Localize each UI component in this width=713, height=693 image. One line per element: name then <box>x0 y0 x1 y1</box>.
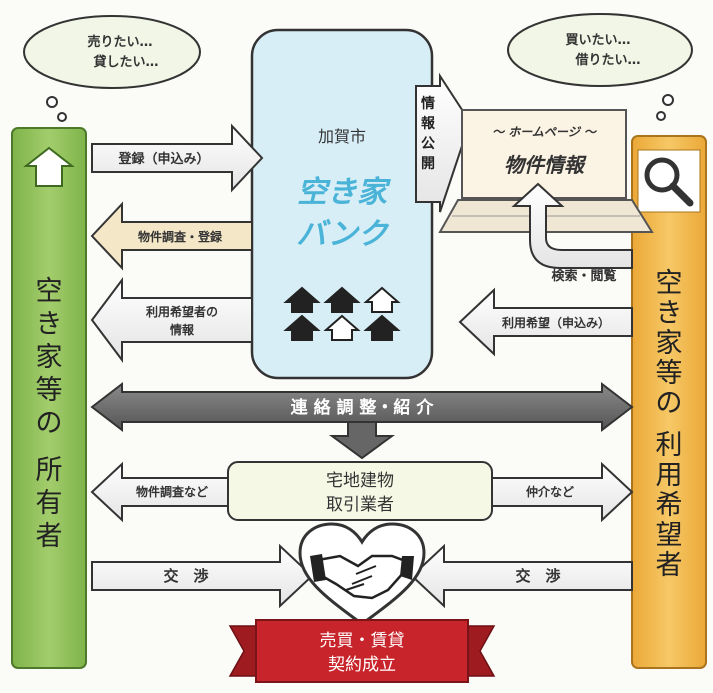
owner-label-char: 等 <box>36 375 63 406</box>
user-info-line2: 情報 <box>170 322 195 337</box>
owner-thought-line1: 売りたい… <box>87 34 152 50</box>
owner-label-char: き <box>36 309 63 340</box>
website-title: 物件情報 <box>504 153 587 177</box>
property-survey-arrow: 物件調査など <box>90 461 229 523</box>
contract-banner: 売買・賃貸 契約成立 <box>228 619 496 683</box>
user-label-char: 者 <box>656 550 683 581</box>
house-icon <box>363 286 401 313</box>
use-request-arrow: 利用希望（申込み） <box>458 287 633 357</box>
info-disclosure-char: 公 <box>421 136 435 152</box>
user-thought-cloud: 買いたい… 借りたい… <box>507 13 693 121</box>
city-name: 加賀市 <box>318 127 366 146</box>
negotiation-right-arrow: 交 渉 <box>410 543 633 609</box>
contract-line1: 売買・賃貸 <box>320 631 405 651</box>
owner-label-char: 空 <box>36 276 63 307</box>
owner-label-char: 所 <box>36 455 63 486</box>
user-info-arrow: 利用希望者の 情報 <box>90 277 253 363</box>
website-header: ～ ホームページ ～ <box>492 125 598 139</box>
owner-label-char: 者 <box>36 521 63 552</box>
user-label-char: 等 <box>656 358 683 389</box>
survey-registration-label: 物件調査・登録 <box>138 229 223 244</box>
house-icon <box>363 314 401 341</box>
user-label-char: 希 <box>656 490 683 521</box>
registration-label: 登録（申込み） <box>117 151 209 167</box>
house-icon <box>323 314 361 341</box>
liaison-arrow: 連 絡 調 整・紹 介 <box>90 381 634 460</box>
registration-arrow: 登録（申込み） <box>91 123 264 193</box>
user-label-char: 空 <box>656 268 683 299</box>
negotiation-left-label: 交 渉 <box>163 567 208 585</box>
handshake-heart-icon <box>298 522 426 626</box>
user-label-char: 用 <box>656 460 683 491</box>
magnifier-icon <box>644 157 694 207</box>
user-label-char: 家 <box>656 328 683 359</box>
owner-thought-cloud: 売りたい… 貸したい… <box>23 15 201 122</box>
search-browse-arrow: 検索・閲覧 <box>511 182 633 284</box>
bank-title-line2: バンク <box>296 217 389 252</box>
info-disclosure-char: 報 <box>421 115 436 132</box>
user-thought-line1: 買いたい… <box>565 33 630 48</box>
house-icon <box>283 286 321 313</box>
owner-thought-line2: 貸したい… <box>93 54 158 70</box>
contract-line2: 契約成立 <box>328 655 396 675</box>
house-icon <box>323 286 361 313</box>
user-thought-line2: 借りたい… <box>574 52 640 68</box>
house-icons <box>283 286 401 341</box>
search-browse-label: 検索・閲覧 <box>551 268 616 284</box>
negotiation-left-arrow: 交 渉 <box>91 543 314 609</box>
user-label-char: 利 <box>656 430 683 461</box>
bank-title-line1: 空き家 <box>297 175 391 210</box>
broker-line1: 宅地建物 <box>326 471 394 491</box>
akiya-bank-box: 加賀市 空き家 バンク <box>250 28 434 380</box>
owner-label-char: 家 <box>36 342 63 373</box>
info-disclosure-char: 情 <box>421 95 435 112</box>
house-icon <box>283 314 321 341</box>
upload-arrow-icon <box>23 146 75 187</box>
property-survey-label: 物件調査など <box>136 484 208 499</box>
brokerage-arrow: 仲介など <box>491 461 634 523</box>
owner-label-char: 有 <box>36 488 63 519</box>
broker-line2: 取引業者 <box>326 495 394 515</box>
liaison-label: 連 絡 調 整・紹 介 <box>291 397 435 418</box>
broker-box: 宅地建物 取引業者 <box>227 461 493 521</box>
negotiation-right-label: 交 渉 <box>515 567 560 585</box>
user-label-char: き <box>656 298 683 329</box>
user-label-char: の <box>656 388 683 419</box>
use-request-label: 利用希望（申込み） <box>502 315 610 330</box>
owner-label-char: の <box>36 408 63 439</box>
user-info-line1: 利用希望者の <box>146 304 218 319</box>
user-label-char: 望 <box>656 520 683 551</box>
brokerage-label: 仲介など <box>526 484 574 499</box>
info-disclosure-char: 開 <box>421 156 435 172</box>
down-arrow-to-broker <box>328 421 396 460</box>
survey-registration-arrow: 物件調査・登録 <box>90 201 253 271</box>
